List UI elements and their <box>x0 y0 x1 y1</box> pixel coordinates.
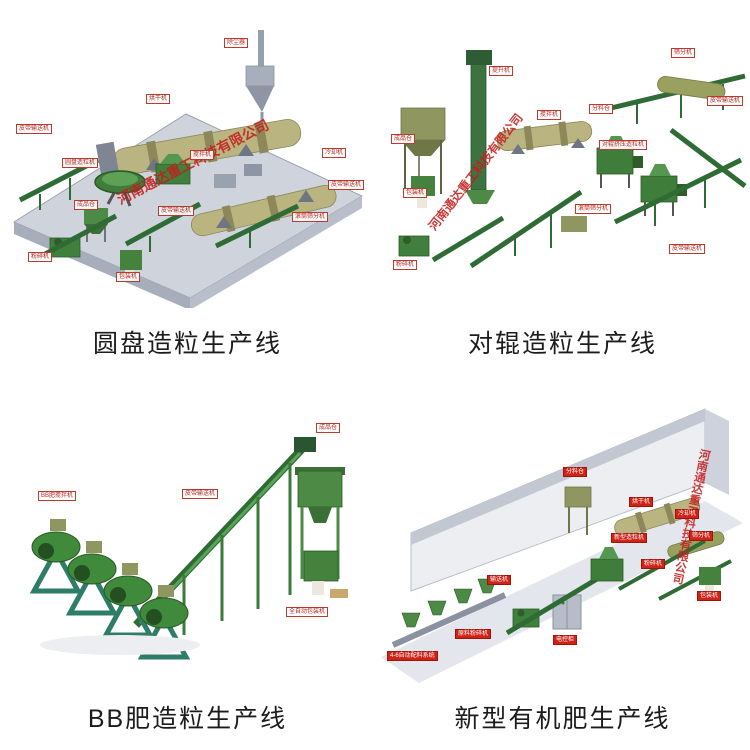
caption-disc-granulation: 圆盘造粒生产线 <box>92 330 282 358</box>
machine-label: 皮带输送机 <box>328 180 365 191</box>
bb-mixer <box>101 563 155 638</box>
product-panel-bb-fertilizer[interactable]: BB肥搅拌机 皮带输送机 成品仓 全自动包装机 BB肥造粒生产线 <box>0 375 375 750</box>
caption-bb-fertilizer: BB肥造粒生产线 <box>87 705 288 733</box>
roller-granulation-image: 河南通达重工科技有限公司 提升机 分料仓 筛分机 皮带输送机 对辊挤压造粒机 搅… <box>375 8 750 308</box>
machine-label: 原料粉碎机 <box>455 629 492 640</box>
machine-label: 除尘器 <box>224 38 249 49</box>
machine-label: 滚筒筛分机 <box>575 204 612 215</box>
equipment-block <box>214 174 236 188</box>
product-panel-organic-fertilizer[interactable]: 河南通达重工科技有限公司 分料仓 输送机 新型造粒机 烘干机 冷却机 筛分机 粉… <box>375 375 750 750</box>
machine-label: 包装机 <box>116 272 141 283</box>
machine-label: 皮带输送机 <box>669 244 706 255</box>
machine-label: 新型造粒机 <box>611 533 648 544</box>
cyclone-dust-collector <box>245 30 275 130</box>
mixer-drum <box>496 121 593 152</box>
caption-organic-fertilizer: 新型有机肥生产线 <box>454 705 671 733</box>
machine-label: 皮带输送机 <box>158 206 195 217</box>
mixer <box>155 154 191 185</box>
machine-label: 滚筒筛分机 <box>292 212 329 223</box>
machine-label: 4-6自动配料系统 <box>387 651 438 662</box>
machine-label: 搅拌机 <box>190 150 215 161</box>
machine-label: 皮带输送机 <box>182 489 219 500</box>
drum-screen <box>657 76 726 101</box>
organic-fertilizer-illustration <box>381 408 743 683</box>
machine-label: 筛分机 <box>689 531 714 542</box>
machine-label: 搅拌机 <box>537 110 562 121</box>
machine-label: 成品仓 <box>316 423 341 434</box>
machine-label: 输送机 <box>487 575 512 586</box>
floor-shadow <box>40 635 200 655</box>
bb-mixer <box>29 519 83 594</box>
roller-granulation-illustration <box>398 50 747 269</box>
machine-label: BB肥搅拌机 <box>38 491 77 502</box>
equipment-block <box>244 164 262 176</box>
equipment-block <box>561 216 587 232</box>
product-panel-disc-granulation[interactable]: 河南通达重工科技有限公司 皮带输送机 除尘器 烘干机 圆盘造粒机 搅拌机 皮带输… <box>0 0 375 375</box>
machine-label: 圆盘造粒机 <box>62 158 99 169</box>
machine-label: 包装机 <box>697 591 722 602</box>
machine-label: 成品仓 <box>74 200 99 211</box>
machine-label: 全自动包装机 <box>286 607 329 618</box>
machine-label: 分料仓 <box>589 104 614 115</box>
machine-label: 对辊挤压造粒机 <box>599 140 648 151</box>
caption-roller-granulation: 对辊造粒生产线 <box>467 330 657 358</box>
machine-label: 成品仓 <box>391 134 416 145</box>
machine-label: 分料仓 <box>563 467 588 478</box>
organic-fertilizer-image: 河南通达重工科技有限公司 分料仓 输送机 新型造粒机 烘干机 冷却机 筛分机 粉… <box>375 383 750 683</box>
belt-conveyor <box>431 189 583 269</box>
machine-label: 粉碎机 <box>393 260 418 271</box>
product-panel-roller-granulation[interactable]: 河南通达重工科技有限公司 提升机 分料仓 筛分机 皮带输送机 对辊挤压造粒机 搅… <box>375 0 750 375</box>
raw-crusher <box>512 608 540 628</box>
product-bin <box>295 467 345 579</box>
machine-label: 提升机 <box>489 66 514 77</box>
rotary-dryer <box>614 498 701 537</box>
belt-conveyor <box>613 128 747 226</box>
machine-label: 皮带输送机 <box>707 96 744 107</box>
granulator <box>590 547 624 582</box>
packing-machine <box>699 567 721 595</box>
machine-label: 粉碎机 <box>641 559 666 570</box>
bb-mixer <box>65 541 119 616</box>
belt-conveyor <box>505 576 599 636</box>
disc-granulator <box>94 170 146 207</box>
crusher <box>398 235 430 257</box>
disc-granulation-image: 河南通达重工科技有限公司 皮带输送机 除尘器 烘干机 圆盘造粒机 搅拌机 皮带输… <box>0 8 375 308</box>
product-bin <box>400 107 446 194</box>
bb-fertilizer-illustration <box>29 437 348 660</box>
machine-label: 粉碎机 <box>28 252 53 263</box>
distribution-bin <box>564 486 592 535</box>
machine-label: 冷却机 <box>322 148 347 159</box>
machine-label: 电控柜 <box>553 635 578 646</box>
bucket-elevator <box>465 50 495 204</box>
disc-granulation-illustration <box>12 30 364 308</box>
machine-label: 冷却机 <box>675 509 700 520</box>
bb-fertilizer-image: BB肥搅拌机 皮带输送机 成品仓 全自动包装机 <box>0 383 375 683</box>
machine-label: 烘干机 <box>146 94 171 105</box>
packing-machine <box>303 550 348 598</box>
machine-label: 包装机 <box>403 188 428 199</box>
wall <box>410 408 729 592</box>
machine-label: 烘干机 <box>629 497 654 508</box>
batching-system <box>391 578 507 648</box>
machine-label: 筛分机 <box>671 48 696 59</box>
machine-label: 皮带输送机 <box>16 124 53 135</box>
